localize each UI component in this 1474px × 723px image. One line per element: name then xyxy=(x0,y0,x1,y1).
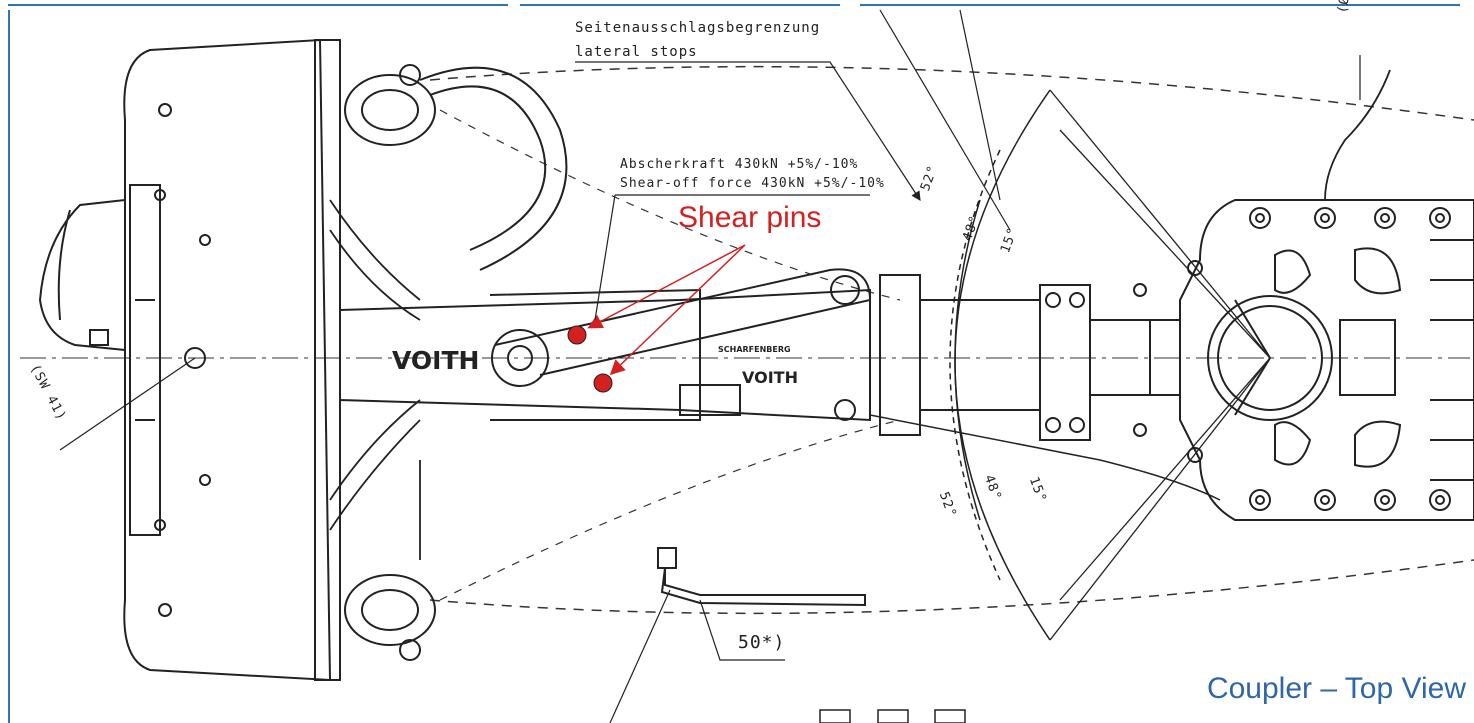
frame-accent-top-right xyxy=(860,4,1460,6)
swing-arc-lower xyxy=(429,559,1474,615)
lateral-stops-leader xyxy=(575,61,921,202)
swing-arc-upper xyxy=(429,65,1474,121)
shear-pin-lower xyxy=(593,373,613,393)
bottom-symbol-boxes xyxy=(819,709,966,723)
cable-lower xyxy=(869,414,1221,501)
shear-pin-arrow-lower xyxy=(609,244,746,376)
angle-ray-upper xyxy=(1049,89,1271,359)
sw-nut xyxy=(184,347,206,369)
lateral-stops-label-en: lateral stops xyxy=(575,44,698,60)
shear-pin-upper xyxy=(567,325,587,345)
wrench-tool xyxy=(609,547,866,723)
frame-accent-top-mid xyxy=(520,4,840,6)
angle-ray-lower xyxy=(1049,357,1271,641)
cable xyxy=(1324,69,1391,201)
spring-assembly-upper xyxy=(344,64,568,271)
head-plate-bolts xyxy=(1133,207,1451,511)
coupler-shank xyxy=(339,268,872,422)
voith-logo-secondary: VOITH xyxy=(742,368,798,387)
sw-leader xyxy=(59,357,196,451)
cone-head xyxy=(38,199,126,351)
spring-assembly-lower xyxy=(344,574,436,661)
lateral-stops-label-de: Seitenausschlagsbegrenzung xyxy=(575,20,821,36)
caption: Coupler – Top View xyxy=(1206,672,1466,705)
shear-pin-arrow-upper xyxy=(587,244,746,329)
scharfenberg-label: SCHARFENBERG xyxy=(718,345,791,354)
angle-ray-upper-2 xyxy=(1059,129,1271,359)
shear-force-label-de: Abscherkraft 430kN +5%/-10% xyxy=(620,157,859,172)
shear-pins-callout: Shear pins xyxy=(678,201,822,234)
voith-logo-main: VOITH xyxy=(392,346,480,375)
coupler-head-plate xyxy=(1179,199,1474,521)
angle-arc-inner xyxy=(954,199,981,521)
shear-force-leader-down xyxy=(594,194,616,321)
guide-line-top-2 xyxy=(959,9,1001,201)
wrench-size-label: 50*) xyxy=(738,632,786,653)
diameter-label: (Ø xyxy=(1335,0,1353,15)
frame-accent-left xyxy=(8,10,10,723)
frame-accent-top-left xyxy=(8,4,508,6)
draft-gear-housing xyxy=(123,38,341,682)
guide-line-top-1 xyxy=(879,9,1011,231)
hoses xyxy=(329,199,421,560)
angle-arc-mid xyxy=(949,149,1001,581)
shear-force-label-en: Shear-off force 430kN +5%/-10% xyxy=(620,176,885,191)
swing-arc-mid-upper xyxy=(439,109,901,301)
swing-arc-mid-lower xyxy=(439,419,901,601)
angle-arc-outer xyxy=(954,89,1051,641)
